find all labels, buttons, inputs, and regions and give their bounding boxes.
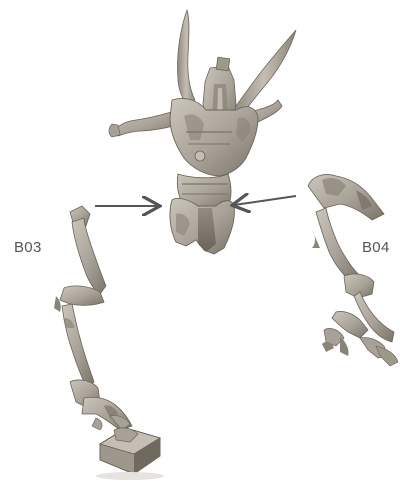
arrow-left-icon	[234, 196, 296, 205]
right-thigh	[316, 208, 360, 282]
left-horn	[177, 10, 195, 105]
part-label-b03: B03	[14, 239, 42, 256]
left-thigh	[72, 218, 106, 294]
torso-part	[109, 10, 296, 254]
right-leg-part	[308, 174, 398, 366]
left-leg-part	[54, 206, 160, 474]
right-horn	[232, 30, 296, 118]
part-label-b04: B04	[362, 239, 390, 256]
left-shin	[62, 304, 94, 386]
